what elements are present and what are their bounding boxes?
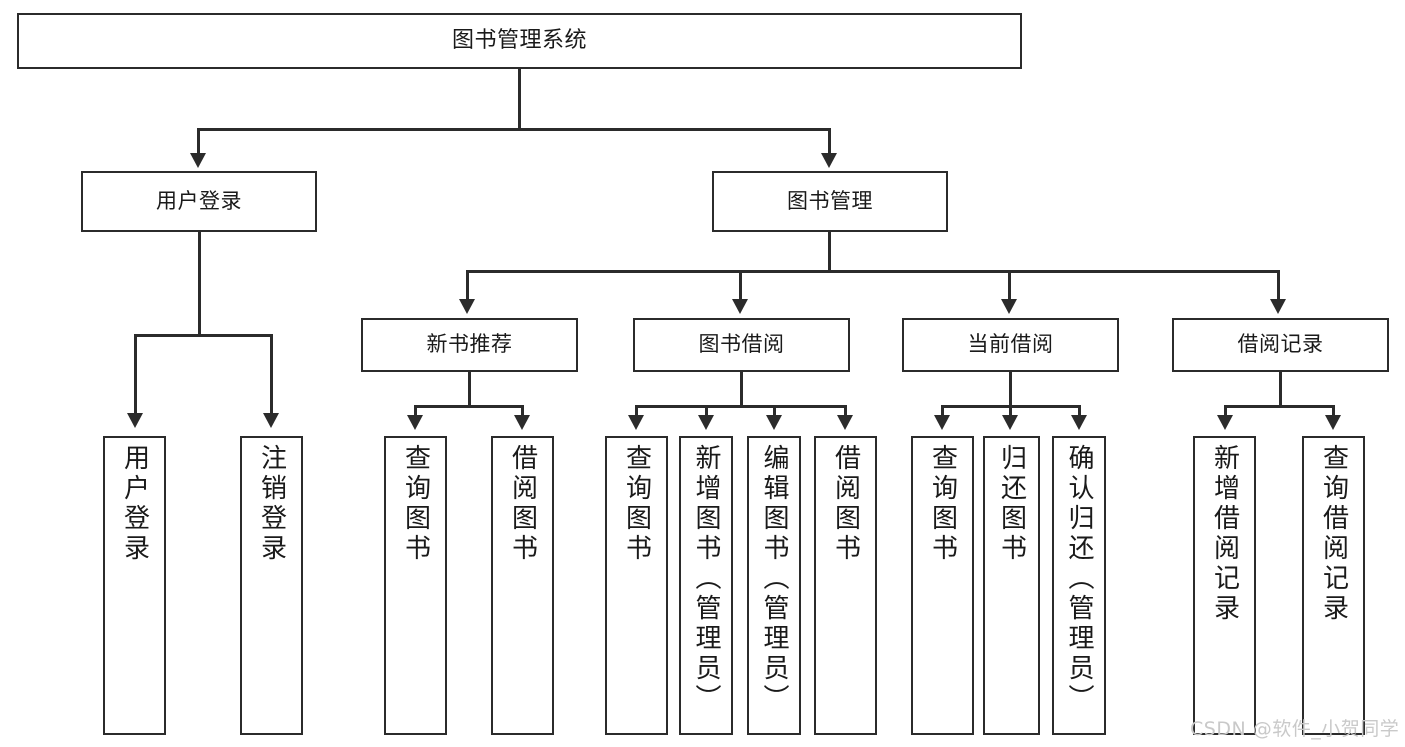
node-label: 用户登录 bbox=[156, 188, 242, 213]
arrowhead-leaf-borrow-book-2 bbox=[837, 415, 853, 430]
node-label: 借阅记录 bbox=[1237, 332, 1324, 357]
arrowhead-book-manage bbox=[821, 153, 837, 168]
connector-borrow-record-bus bbox=[1224, 405, 1335, 408]
node-label: 归还图书 bbox=[996, 444, 1027, 564]
leaf-logout-login[interactable]: 注销登录 bbox=[240, 436, 303, 735]
node-label: 用户登录 bbox=[119, 444, 150, 564]
arrowhead-leaf-query-book-1 bbox=[407, 415, 423, 430]
node-label: 确认归还（管理员） bbox=[1064, 444, 1094, 714]
connector-current-borrow-stem bbox=[1009, 372, 1012, 407]
node-label: 当前借阅 bbox=[967, 332, 1054, 357]
leaf-query-book-1[interactable]: 查询图书 bbox=[384, 436, 447, 735]
leaf-add-record[interactable]: 新增借阅记录 bbox=[1193, 436, 1256, 735]
connector-drop-leaf-query-book-3 bbox=[941, 405, 944, 417]
node-label: 编辑图书（管理员） bbox=[759, 444, 789, 714]
leaf-borrow-book-2[interactable]: 借阅图书 bbox=[814, 436, 877, 735]
arrowhead-leaf-borrow-book-1 bbox=[514, 415, 530, 430]
arrowhead-current-borrow bbox=[1001, 299, 1017, 314]
node-label: 查询图书 bbox=[621, 444, 652, 564]
node-user-login[interactable]: 用户登录 bbox=[81, 171, 317, 232]
arrowhead-leaf-query-book-3 bbox=[934, 415, 950, 430]
connector-user-login-stem bbox=[198, 232, 201, 336]
node-label: 图书管理 bbox=[787, 188, 873, 213]
node-label: 查询图书 bbox=[400, 444, 431, 564]
connector-drop-leaf-query-book-2 bbox=[635, 405, 638, 417]
connector-drop-borrow-record bbox=[1277, 270, 1280, 301]
connector-drop-new-book-recommend bbox=[466, 270, 469, 301]
node-current-borrow[interactable]: 当前借阅 bbox=[902, 318, 1119, 372]
connector-drop-leaf-return-book bbox=[1009, 405, 1012, 417]
arrowhead-leaf-add-record bbox=[1217, 415, 1233, 430]
arrowhead-leaf-confirm-return bbox=[1071, 415, 1087, 430]
connector-new-book-recommend-stem bbox=[468, 372, 471, 407]
node-book-borrow[interactable]: 图书借阅 bbox=[633, 318, 850, 372]
node-borrow-record[interactable]: 借阅记录 bbox=[1172, 318, 1389, 372]
connector-drop-leaf-borrow-book-2 bbox=[844, 405, 847, 417]
arrowhead-leaf-logout-login bbox=[263, 413, 279, 428]
node-label: 新书推荐 bbox=[426, 332, 513, 357]
arrowhead-leaf-query-record bbox=[1325, 415, 1341, 430]
connector-book-borrow-bus bbox=[635, 405, 847, 408]
node-label: 查询借阅记录 bbox=[1318, 444, 1349, 624]
connector-drop-book-borrow bbox=[739, 270, 742, 301]
leaf-user-login[interactable]: 用户登录 bbox=[103, 436, 166, 735]
node-label: 新增借阅记录 bbox=[1209, 444, 1240, 624]
node-book-manage[interactable]: 图书管理 bbox=[712, 171, 948, 232]
arrowhead-leaf-add-book bbox=[698, 415, 714, 430]
node-label: 新增图书（管理员） bbox=[691, 444, 721, 714]
arrowhead-new-book-recommend bbox=[459, 299, 475, 314]
connector-book-manage-stem bbox=[828, 232, 831, 272]
connector-drop-leaf-add-book bbox=[705, 405, 708, 417]
connector-new-book-recommend-bus bbox=[414, 405, 524, 408]
arrowhead-leaf-query-book-2 bbox=[628, 415, 644, 430]
node-label: 图书管理系统 bbox=[451, 27, 587, 53]
arrowhead-user-login bbox=[190, 153, 206, 168]
connector-drop-leaf-add-record bbox=[1224, 405, 1227, 417]
arrowhead-leaf-edit-book bbox=[766, 415, 782, 430]
connector-drop-user-login bbox=[197, 128, 200, 155]
connector-user-login-bus bbox=[134, 334, 273, 337]
node-label: 查询图书 bbox=[927, 444, 958, 564]
node-label: 注销登录 bbox=[256, 444, 287, 564]
node-root-system[interactable]: 图书管理系统 bbox=[17, 13, 1022, 69]
leaf-edit-book[interactable]: 编辑图书（管理员） bbox=[747, 436, 801, 735]
node-new-book-recommend[interactable]: 新书推荐 bbox=[361, 318, 578, 372]
leaf-return-book[interactable]: 归还图书 bbox=[983, 436, 1040, 735]
arrowhead-book-borrow bbox=[732, 299, 748, 314]
arrowhead-leaf-return-book bbox=[1002, 415, 1018, 430]
connector-drop-leaf-user-login bbox=[134, 334, 137, 415]
connector-drop-leaf-borrow-book-1 bbox=[521, 405, 524, 417]
leaf-query-record[interactable]: 查询借阅记录 bbox=[1302, 436, 1365, 735]
connector-drop-leaf-edit-book bbox=[773, 405, 776, 417]
connector-drop-book-manage bbox=[828, 128, 831, 155]
leaf-confirm-return[interactable]: 确认归还（管理员） bbox=[1052, 436, 1106, 735]
connector-level2-bus bbox=[197, 128, 831, 131]
leaf-query-book-3[interactable]: 查询图书 bbox=[911, 436, 974, 735]
connector-drop-current-borrow bbox=[1008, 270, 1011, 301]
connector-drop-leaf-query-record bbox=[1332, 405, 1335, 417]
connector-borrow-record-stem bbox=[1279, 372, 1282, 407]
connector-drop-leaf-query-book-1 bbox=[414, 405, 417, 417]
node-label: 借阅图书 bbox=[830, 444, 861, 564]
arrowhead-leaf-user-login bbox=[127, 413, 143, 428]
connector-root-stem bbox=[518, 69, 521, 130]
node-label: 借阅图书 bbox=[507, 444, 538, 564]
leaf-borrow-book-1[interactable]: 借阅图书 bbox=[491, 436, 554, 735]
connector-level3-bus bbox=[466, 270, 1280, 273]
leaf-query-book-2[interactable]: 查询图书 bbox=[605, 436, 668, 735]
connector-book-borrow-stem bbox=[740, 372, 743, 407]
arrowhead-borrow-record bbox=[1270, 299, 1286, 314]
leaf-add-book[interactable]: 新增图书（管理员） bbox=[679, 436, 733, 735]
connector-drop-leaf-confirm-return bbox=[1078, 405, 1081, 417]
node-label: 图书借阅 bbox=[698, 332, 785, 357]
connector-drop-leaf-logout-login bbox=[270, 334, 273, 415]
